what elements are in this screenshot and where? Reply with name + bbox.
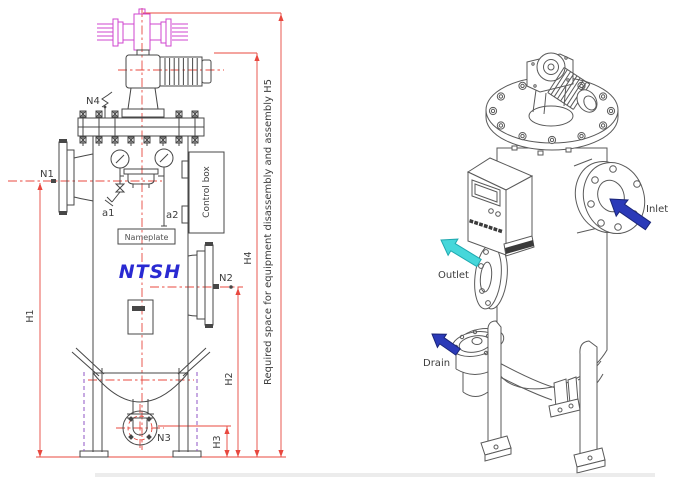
keypad-icon [469,219,503,234]
outlet-nozzle-n2 [187,242,233,328]
label-n3: N3 [157,433,171,444]
faint-smudge [95,473,655,477]
label-h2: H2 [224,372,235,385]
control-box-3d [466,157,535,257]
label-inlet: Inlet [646,204,668,215]
pressure-gauge-a2 [154,148,174,227]
label-n2: N2 [219,273,233,284]
nameplate: Nameplate [117,228,176,245]
drain-nozzle-n3 [122,399,158,446]
phantom-drive-assembly [97,8,188,51]
label-h4: H4 [243,251,254,264]
support-legs-3d [480,320,606,474]
dimensional-drawing: Control box Nameplate NTSH [8,8,286,458]
inlet-nozzle-n1 [51,139,94,215]
control-box-label: Control box [202,166,212,218]
nameplate-label: Nameplate [125,233,169,242]
display-screen [471,179,501,207]
label-drain: Drain [423,358,450,369]
outlet-nozzle-3d [474,244,508,310]
control-box-2d: Control box [181,151,225,234]
label-h3: H3 [212,435,223,448]
brand-logo: NTSH [119,261,181,283]
top-flange [77,110,205,146]
label-a1: a1 [102,208,115,219]
drain-arrow-icon [431,333,461,356]
isometric-drawing: Inlet Outlet Drain [423,52,668,474]
label-a2: a2 [166,210,179,221]
gear-motor-3d [526,52,598,115]
label-n1: N1 [40,169,54,180]
sight-box [127,299,154,335]
vessel-shell [92,136,189,403]
clearance-note: Required space for equipment disassembly… [263,79,274,385]
pressure-gauge-a1 [104,149,130,207]
label-n4: N4 [86,96,100,107]
vent-valve-n4 [101,91,113,118]
label-h1: H1 [25,309,36,322]
dp-switch [120,168,164,188]
support-legs [71,347,211,458]
drive-motor [121,49,212,118]
outlet-arrow-icon [440,238,482,268]
inlet-arrow-icon [609,198,652,231]
dimension-lines [8,8,286,458]
button-icon [495,211,501,217]
label-outlet: Outlet [438,270,469,281]
button-icon [488,208,494,214]
